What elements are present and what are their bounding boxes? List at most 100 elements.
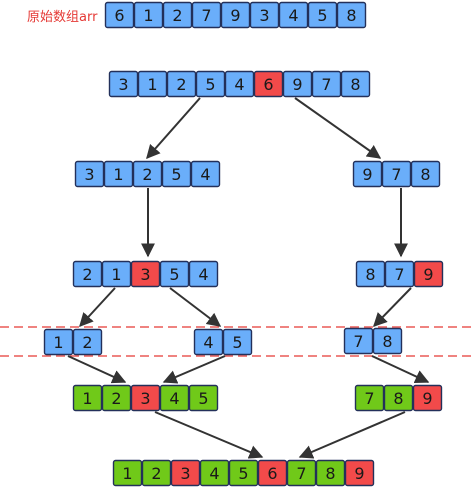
array-cell-value: 6 — [267, 464, 277, 483]
array-cell-box — [130, 260, 161, 288]
array-cell-value: 7 — [296, 464, 306, 483]
array-cell-value: 3 — [259, 6, 269, 25]
array-cell-box — [137, 70, 168, 98]
flow-arrow — [79, 287, 116, 328]
flow-arrow — [294, 97, 382, 159]
array-cell-value: 1 — [111, 265, 121, 284]
array-cell-box — [354, 384, 385, 412]
array-cell-value: 5 — [171, 165, 181, 184]
array-cell-box — [222, 328, 253, 356]
array-cell-box — [162, 1, 193, 29]
array-cell-box — [220, 1, 251, 29]
array-cell-value: 4 — [209, 464, 219, 483]
array-cell-box — [278, 1, 309, 29]
array-cell-box — [188, 260, 219, 288]
array-cell-value: 1 — [147, 75, 157, 94]
array-cell-value: 2 — [82, 333, 92, 352]
array-cell-value: 9 — [423, 265, 433, 284]
array-cell-value: 5 — [205, 75, 215, 94]
array-cell-box — [286, 459, 317, 487]
array-cell-box — [307, 1, 338, 29]
flow-arrow — [298, 411, 406, 459]
array-cell-value: 6 — [263, 75, 273, 94]
divider-lines — [0, 326, 474, 357]
array-cell-box — [383, 384, 414, 412]
array-cell-value: 1 — [53, 333, 63, 352]
arrows — [67, 97, 430, 459]
array-cell-value: 2 — [82, 265, 92, 284]
array-cell-box — [74, 160, 105, 188]
array-cell-box — [195, 70, 226, 98]
array-cell-value: 7 — [201, 6, 211, 25]
array-cell-value: 5 — [232, 333, 242, 352]
array-cell-value: 1 — [113, 165, 123, 184]
flow-arrow — [67, 355, 127, 384]
array-cell-box — [141, 459, 172, 487]
array-cell-value: 8 — [393, 389, 403, 408]
array-cell-box — [372, 327, 403, 355]
array-cell-value: 6 — [114, 6, 124, 25]
array-cell-box — [170, 459, 201, 487]
array-cell-box — [315, 459, 346, 487]
array-cell-box — [188, 384, 219, 412]
array-cell-value: 7 — [391, 165, 401, 184]
array-cell-box — [384, 260, 415, 288]
array-cell-value: 8 — [325, 464, 335, 483]
array-cell-value: 5 — [198, 389, 208, 408]
array-cell-box — [253, 70, 284, 98]
array-cell-box — [191, 1, 222, 29]
array-cell-box — [43, 328, 74, 356]
array-cell-value: 4 — [200, 165, 210, 184]
array-cell-value: 9 — [292, 75, 302, 94]
array-cell-value: 7 — [353, 332, 363, 351]
array-cell-value: 3 — [118, 75, 128, 94]
array-cell-box — [381, 160, 412, 188]
array-cell-box — [159, 260, 190, 288]
array-cell-value: 2 — [111, 389, 121, 408]
array-cell-box — [340, 70, 371, 98]
array-cell-box — [161, 160, 192, 188]
array-cell-value: 4 — [288, 6, 298, 25]
array-cell-box — [190, 160, 221, 188]
array-cell-box — [224, 70, 255, 98]
array-cell-value: 9 — [422, 389, 432, 408]
array-cell-value: 2 — [151, 464, 161, 483]
array-cell-box — [72, 384, 103, 412]
array-cell-box — [112, 459, 143, 487]
array-cell-box — [355, 260, 386, 288]
array-cell-box — [193, 328, 224, 356]
array-cell-value: 9 — [230, 6, 240, 25]
flow-arrow — [146, 97, 201, 160]
array-cell-value: 7 — [364, 389, 374, 408]
array-cell-box — [72, 328, 103, 356]
array-cell-value: 2 — [176, 75, 186, 94]
array-cell-box — [412, 384, 443, 412]
array-cell-value: 5 — [238, 464, 248, 483]
array-cell-box — [101, 260, 132, 288]
array-cell-box — [311, 70, 342, 98]
array-cell-value: 3 — [140, 389, 150, 408]
array-cell-value: 4 — [198, 265, 208, 284]
array-cell-value: 3 — [140, 265, 150, 284]
array-cell-box — [249, 1, 280, 29]
array-cell-value: 1 — [143, 6, 153, 25]
array-cell-box — [199, 459, 230, 487]
array-cell-box — [133, 1, 164, 29]
array-cell-box — [257, 459, 288, 487]
array-cell-box — [282, 70, 313, 98]
array-cell-box — [352, 160, 383, 188]
array-cell-value: 1 — [82, 389, 92, 408]
array-cell-box — [130, 384, 161, 412]
